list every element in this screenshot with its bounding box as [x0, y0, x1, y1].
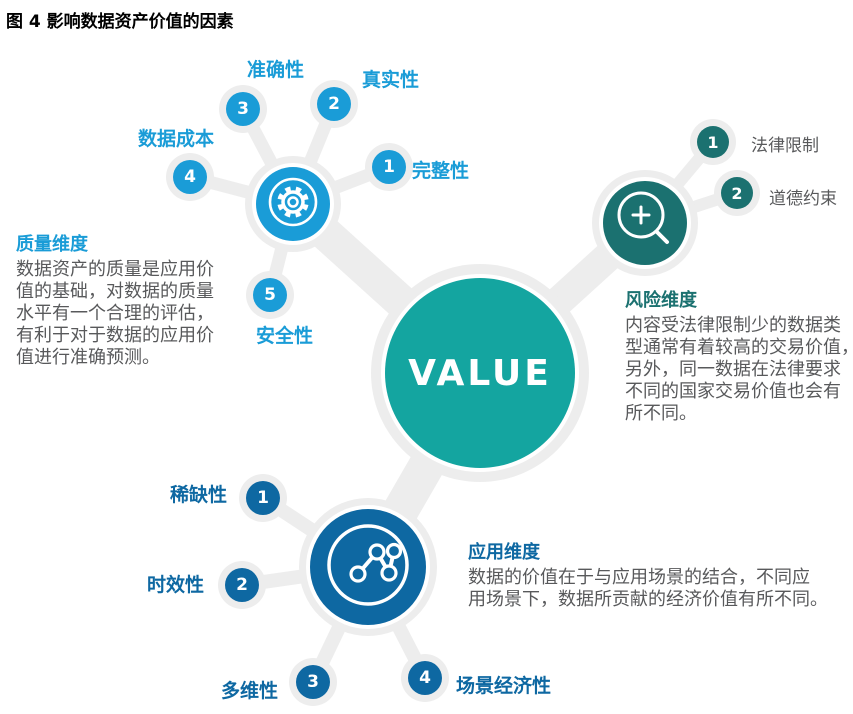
factor-bubble-quality-2: 2 [317, 87, 351, 121]
factor-bubble-quality-4: 4 [173, 160, 207, 194]
quality-dimension-block: 质量维度 数据资产的质量是应用价 值的基础，对数据的质量 水平有一个合理的评估，… [16, 230, 240, 369]
factor-label-completeness: 完整性 [412, 160, 470, 182]
application-dimension-header: 应用维度 [468, 542, 540, 563]
gear-icon [256, 165, 330, 243]
application-dimension-block: 应用维度 数据的价值在于与应用场景的结合，不同应 用场景下，数据所贡献的经济价值… [468, 538, 844, 611]
factor-label-data-cost: 数据成本 [138, 128, 215, 150]
risk-dimension-block: 风险维度 内容受法律限制少的数据类 型通常有着较高的交易价值， 另外，同一数据在… [625, 286, 853, 425]
factor-label-scenario-economics: 场景经济性 [456, 675, 552, 697]
factor-bubble-risk-2: 2 [721, 177, 753, 209]
factor-label-scarcity: 稀缺性 [170, 484, 228, 506]
factor-bubble-quality-3: 3 [226, 92, 260, 126]
factor-label-accuracy: 准确性 [247, 59, 305, 81]
factor-label-ethical-constraints: 道德约束 [769, 189, 837, 209]
network-nodes-icon [310, 507, 426, 627]
factor-label-security: 安全性 [256, 325, 314, 347]
value-label: VALUE [408, 352, 552, 394]
application-dimension-body: 数据的价值在于与应用场景的结合，不同应 用场景下，数据所贡献的经济价值有所不同。 [468, 567, 828, 610]
risk-dimension-body: 内容受法律限制少的数据类 型通常有着较高的交易价值， 另外，同一数据在法律要求 … [625, 315, 853, 424]
value-center-circle: VALUE [385, 278, 575, 468]
factor-label-legal-limits: 法律限制 [751, 136, 819, 156]
factor-label-timeliness: 时效性 [147, 574, 205, 596]
factor-bubble-application-2: 2 [225, 568, 259, 602]
quality-hub-circle [256, 167, 330, 241]
factor-bubble-application-3: 3 [296, 665, 330, 699]
factor-label-multidimensionality: 多维性 [221, 680, 279, 702]
factor-bubble-application-1: 1 [246, 481, 280, 515]
quality-dimension-body: 数据资产的质量是应用价 值的基础，对数据的质量 水平有一个合理的评估， 有利于对… [16, 259, 214, 368]
factor-bubble-quality-1: 1 [372, 150, 406, 184]
factor-label-authenticity: 真实性 [362, 69, 420, 91]
factor-bubble-quality-5: 5 [253, 278, 287, 312]
factor-bubble-risk-1: 1 [697, 126, 729, 158]
figure-title: 图 4 影响数据资产价值的因素 [6, 12, 234, 32]
application-hub-circle [310, 509, 426, 625]
risk-dimension-header: 风险维度 [625, 290, 697, 311]
quality-dimension-header: 质量维度 [16, 234, 88, 255]
magnifier-plus-icon [603, 179, 687, 267]
risk-hub-circle [603, 181, 687, 265]
factor-bubble-application-4: 4 [408, 661, 442, 695]
